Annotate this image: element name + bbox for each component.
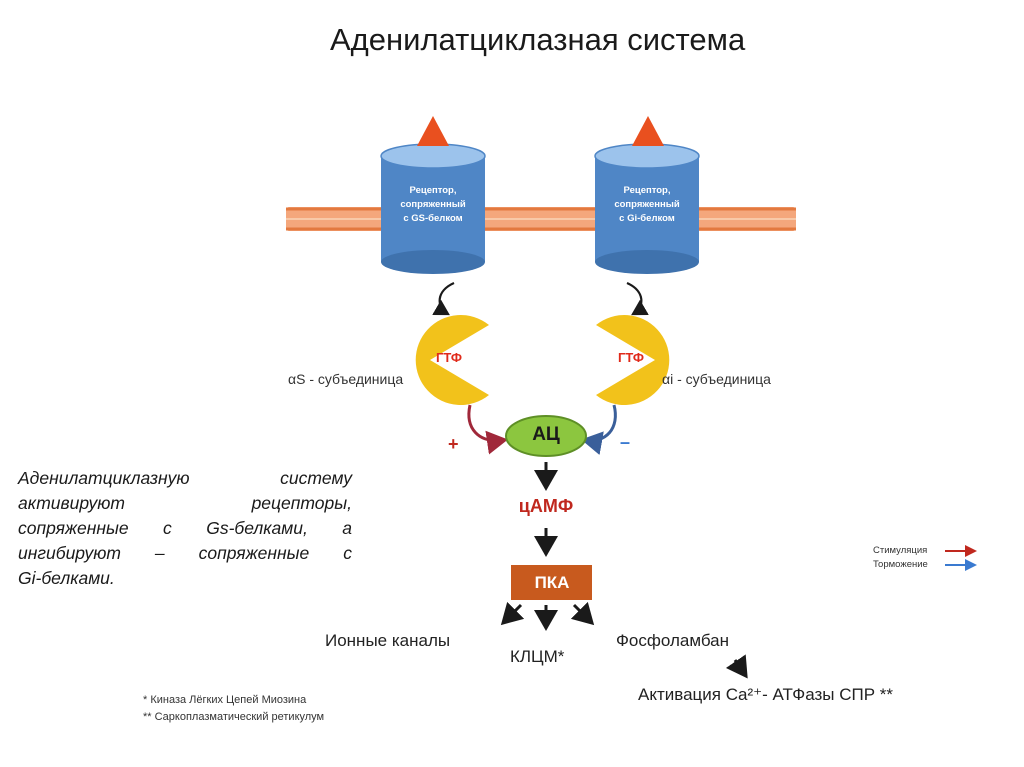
arrow-phospholamban-to-activation [725,654,748,679]
description-paragraph: Аденилатциклазную систему активируют рец… [18,466,352,591]
ligand-triangle-gi [632,116,664,146]
effect-activation: Активация Ca²⁺- АТФазы СПР ** [638,685,893,704]
legend-stimulation-label: Стимуляция [873,545,928,556]
description-line: активируют рецепторы, [18,493,352,513]
receptor-gi-label: Рецептор, сопряженный с Gi-белком [614,185,680,224]
footnote-sr: ** Саркоплазматический ретикулум [143,711,325,723]
camp-label: цАМФ [518,496,574,516]
description-line: сопряженные с Gs-белками, а [18,518,352,538]
arrow-alpha-s-to-ac [467,404,508,455]
effect-phospholamban: Фосфоламбан [616,631,730,650]
alpha-s-subunit-label: αS - субъединица [288,371,404,387]
receptor-gi-cylinder [594,143,700,274]
footnote-mlck: * Киназа Лёгких Цепей Миозина [143,694,307,706]
ligand-triangle-gs [417,116,449,146]
gtp-label-alpha-i: ГТФ [618,350,644,365]
gtp-alpha-i-shape [596,315,670,405]
pka-box [511,565,592,600]
arrow-receptor-gi-to-alpha [626,281,649,316]
stimulation-sign: + [448,434,459,454]
arrow-pka-to-phospholamban [570,601,595,626]
alpha-i-subunit-label: αi - субъединица [662,371,771,387]
pka-label: ПКА [534,573,570,592]
description-line: ингибируют – сопряженные с [18,543,352,563]
effect-ion-channels: Ионные каналы [325,631,451,650]
gtp-label-alpha-s: ГТФ [436,350,462,365]
arrow-pka-to-ion-channels [500,601,525,626]
description-line: Аденилатциклазную систему [18,468,352,488]
slide-title: Аденилатциклазная система [330,22,746,57]
arrow-receptor-gs-to-alpha [432,281,455,316]
inhibition-sign: – [620,432,631,452]
receptor-gs-label: Рецептор, сопряженный с GS-белком [400,185,466,224]
gtp-alpha-s-shape [415,315,489,405]
description-line: Gi-белками. [18,568,115,588]
receptor-gs-cylinder [380,143,486,274]
ac-label: АЦ [532,424,560,445]
adenylate-cyclase-node [505,415,587,457]
legend-inhibition-label: Торможение [873,559,928,570]
effect-mlck: КЛЦМ* [510,647,565,666]
arrow-alpha-i-to-ac [581,404,617,456]
cell-membrane [286,207,796,231]
